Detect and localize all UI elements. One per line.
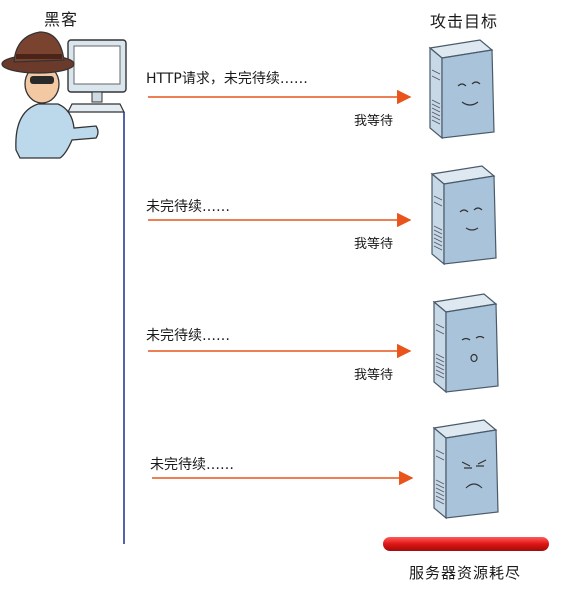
resource-exhausted-label: 服务器资源耗尽 — [409, 564, 522, 582]
reply-label-1: 我等待 — [354, 114, 394, 129]
server-icon-4 — [433, 419, 499, 519]
message-label-4: 未完待续…… — [150, 457, 234, 473]
target-label: 攻击目标 — [430, 12, 499, 31]
message-label-3: 未完待续…… — [146, 328, 230, 344]
message-label-1: HTTP请求，未完待续…… — [146, 71, 308, 87]
server-icon-2 — [431, 165, 497, 265]
hacker-icon — [1, 31, 127, 159]
server-icon-1 — [429, 39, 495, 139]
reply-label-2: 我等待 — [354, 237, 394, 252]
reply-label-3: 我等待 — [354, 368, 394, 383]
server-icon-3 — [433, 293, 499, 393]
hacker-label: 黑客 — [44, 10, 79, 29]
message-label-2: 未完待续…… — [146, 199, 230, 215]
resource-exhausted-bar — [383, 537, 549, 551]
